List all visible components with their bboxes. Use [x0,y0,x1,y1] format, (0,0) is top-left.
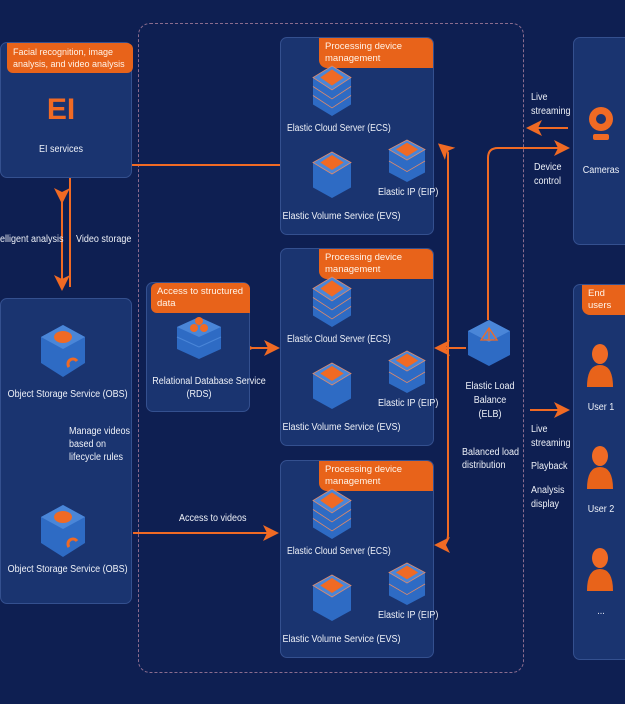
ecs-icon [312,65,352,116]
processing-group-tag: Processing device management [319,249,433,279]
eip-label: Elastic IP (EIP) [378,610,439,621]
arrow-elb-groups [434,152,451,553]
cameras-label: Cameras [582,165,620,176]
processing-group-tag: Processing device management [319,38,433,68]
obs-bottom-label: Object Storage Service (OBS) [7,564,128,575]
elb-label-1: Elastic Load [465,381,515,392]
user-icon [587,446,613,489]
rds-label-1: Relational Database Service [152,376,266,387]
ei-logo: EI [46,93,76,126]
rds-label-2: (RDS) [186,389,212,400]
user-note-analysis-1: Analysis [531,485,565,496]
user-note-live-2: streaming [531,438,571,449]
user-note-playback: Playback [531,461,568,472]
access-videos-label: Access to videos [179,513,247,524]
user-label: ... [597,606,605,617]
ecs-label: Elastic Cloud Server (ECS) [287,546,391,557]
elb-label-3: (ELB) [478,409,502,420]
evs-icon [312,362,352,409]
processing-group-tag: Processing device management [319,461,433,491]
evs-icon [312,574,352,621]
elb-label-2: Balance [473,395,507,406]
eip-icon [388,562,426,605]
obs-icon-top [41,325,85,377]
eip-label: Elastic IP (EIP) [378,398,439,409]
lifecycle-note-2: based on [69,439,107,450]
user-note-live-1: Live [531,424,548,435]
rds-tag: Access to structured data [151,283,250,313]
eip-label: Elastic IP (EIP) [378,187,439,198]
user-icon [587,344,613,387]
processing-region-boundary [138,23,524,673]
camera-icon [589,107,613,140]
ecs-label: Elastic Cloud Server (ECS) [287,334,391,345]
device-control-note-2: control [534,176,562,187]
intelligent-analysis-label: elligent analysis [0,234,64,245]
rds-icon [176,317,222,359]
evs-label: Elastic Volume Service (EVS) [282,634,401,645]
arrow-elb-group1 [437,143,456,160]
evs-label: Elastic Volume Service (EVS) [282,422,401,433]
video-storage-label: Video storage [76,234,132,245]
evs-icon [312,151,352,198]
rds-panel: Access to structured data Relational Dat… [146,282,266,412]
user-icon [587,548,613,591]
obs-icon-bottom [41,505,85,557]
live-streaming-note-2: streaming [531,106,571,117]
end-users-tag: End users [582,285,625,315]
end-users-panel: End users User 1 User 2 ... [573,284,625,660]
eip-icon [388,350,426,393]
obs-top-label: Object Storage Service (OBS) [7,389,128,400]
ei-tag: Facial recognition, image analysis, and … [7,43,133,73]
arrow-elb-cameras [487,140,570,320]
user-note-analysis-2: display [531,499,560,510]
elb-note-1: Balanced load [462,447,520,458]
ecs-icon [312,488,352,539]
obs-panel: Object Storage Service (OBS) Manage vide… [0,298,132,604]
elb-note-2: distribution [462,460,506,471]
eip-icon [388,139,426,182]
ei-services-label: EI services [38,144,84,155]
arrow-video-storage [69,164,282,287]
cameras-panel: Cameras [573,37,625,245]
live-streaming-note-1: Live [531,92,548,103]
lifecycle-note-1: Manage videos [69,426,131,437]
ecs-label: Elastic Cloud Server (ECS) [287,123,391,134]
evs-label: Elastic Volume Service (EVS) [282,211,401,222]
ei-services-panel: Facial recognition, image analysis, and … [0,42,133,178]
lifecycle-note-3: lifecycle rules [69,452,124,463]
ecs-icon [312,276,352,327]
elb-icon [468,320,510,366]
device-control-note-1: Device [534,162,562,173]
user-label: User 1 [587,402,615,413]
user-label: User 2 [587,504,615,515]
